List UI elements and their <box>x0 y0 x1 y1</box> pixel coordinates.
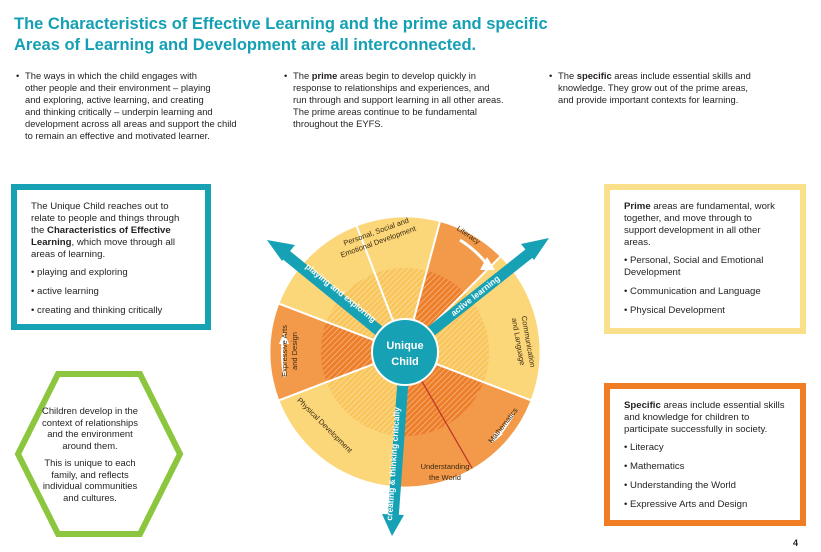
intro-column-prime: •The prime areas begin to develop quickl… <box>284 70 504 129</box>
intro-column-characteristics: •The ways in which the child engages wit… <box>16 70 237 141</box>
segment-label: Expressive Arts <box>280 325 289 377</box>
unique-child-circle <box>371 318 439 386</box>
page-title: The Characteristics of Effective Learnin… <box>14 15 548 54</box>
segment-label: and Design <box>290 332 299 370</box>
center-label: Unique <box>386 340 423 352</box>
arrow-head-icon <box>382 514 404 536</box>
specific-areas-list: Literacy Mathematics Understanding the W… <box>624 442 786 511</box>
list-item: Understanding the World <box>624 480 786 492</box>
list-item: Expressive Arts and Design <box>624 499 786 511</box>
prime-areas-box: Prime areas are fundamental, work togeth… <box>604 184 806 334</box>
bullet-icon: • <box>284 70 288 81</box>
list-item: Communication and Language <box>624 286 786 298</box>
learning-wheel: Unique Child playing and exploring activ… <box>267 215 549 536</box>
characteristics-list: playing and exploring active learning cr… <box>31 267 191 317</box>
unique-child-box: The Unique Child reaches out to relate t… <box>11 184 211 330</box>
hexagon-text: Children develop in the context of relat… <box>42 405 138 503</box>
list-item: Literacy <box>624 442 786 454</box>
arrow-head-icon <box>267 240 295 261</box>
list-item: Personal, Social and Emotional Developme… <box>624 255 786 279</box>
list-item: Physical Development <box>624 305 786 317</box>
list-item: Mathematics <box>624 461 786 473</box>
segment-label: the World <box>429 473 461 482</box>
arrow-head-icon <box>521 238 549 260</box>
bullet-icon: • <box>16 70 20 81</box>
list-item: active learning <box>31 286 191 298</box>
prime-areas-list: Personal, Social and Emotional Developme… <box>624 255 786 317</box>
segment-label: Understanding <box>421 462 470 471</box>
specific-areas-box: Specific areas include essential skills … <box>604 383 806 526</box>
list-item: creating and thinking critically <box>31 305 191 317</box>
list-item: playing and exploring <box>31 267 191 279</box>
page-number: 4 <box>793 538 799 548</box>
intro-column-specific: •The specific areas include essential sk… <box>549 70 751 105</box>
hexagon-frame <box>14 371 184 537</box>
bullet-icon: • <box>549 70 553 81</box>
center-label: Child <box>391 356 419 368</box>
